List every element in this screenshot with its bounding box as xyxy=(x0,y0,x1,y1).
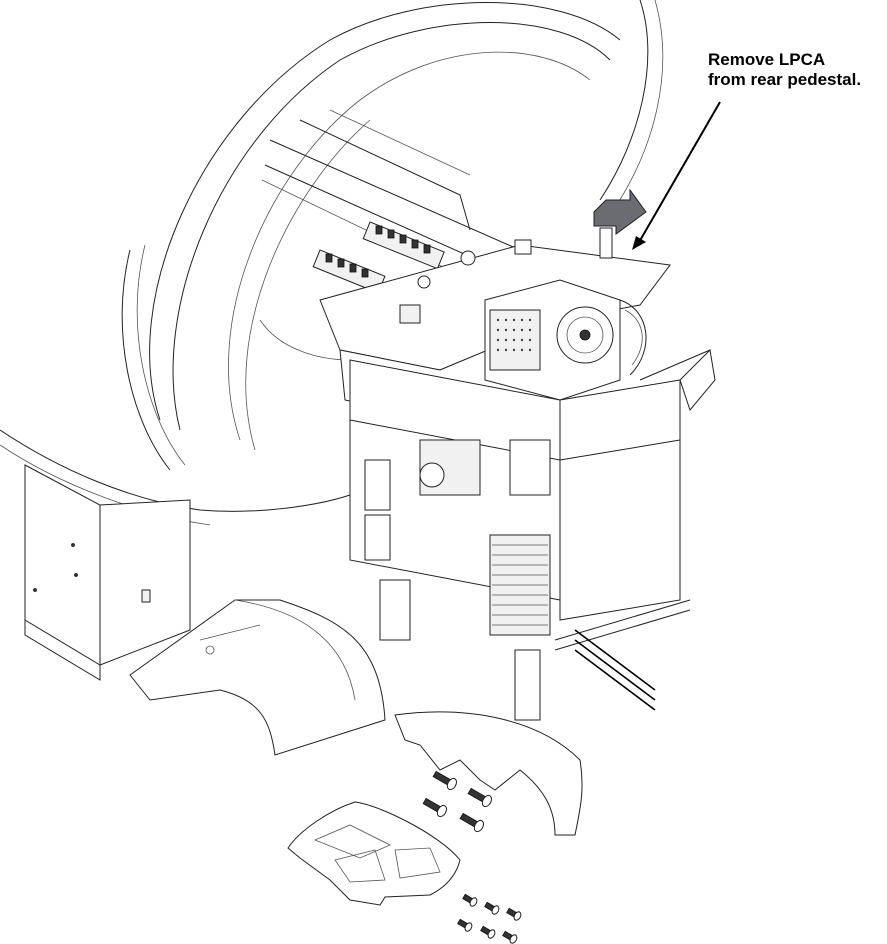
gantry-ring xyxy=(0,0,664,526)
callout-text: Remove LPCA from rear pedestal. xyxy=(708,50,861,90)
screw xyxy=(457,918,473,932)
screw xyxy=(422,797,448,818)
screw xyxy=(467,787,493,808)
screw xyxy=(480,925,496,939)
screw xyxy=(506,907,522,921)
screw xyxy=(432,770,458,791)
rear-pedestal-frame xyxy=(349,348,716,721)
screw xyxy=(502,930,518,944)
top-rails xyxy=(261,109,521,294)
side-pedestal-cabinet xyxy=(24,464,191,681)
screw xyxy=(484,901,500,915)
callout-leader xyxy=(632,101,721,250)
large-screws xyxy=(422,770,493,833)
arc-plate xyxy=(394,711,583,836)
callout-line-1: Remove LPCA xyxy=(708,50,826,69)
small-screws xyxy=(457,893,522,944)
removal-arrow xyxy=(593,188,647,235)
cable-cover xyxy=(129,599,386,756)
lpca-assembly xyxy=(484,279,647,401)
bottom-cover-plate xyxy=(287,801,461,906)
screw xyxy=(462,893,478,907)
screw xyxy=(459,812,485,833)
callout-line-2: from rear pedestal. xyxy=(708,70,862,89)
